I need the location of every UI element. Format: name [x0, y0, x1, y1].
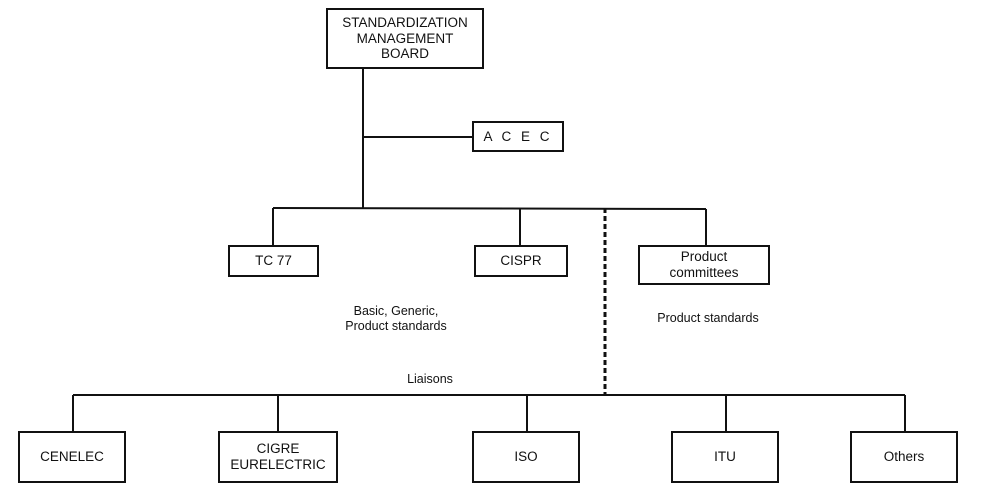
product-committees-box: Product committees — [638, 245, 770, 285]
standardization-management-board-box: STANDARDIZATION MANAGEMENT BOARD — [326, 8, 484, 69]
cispr-box: CISPR — [474, 245, 568, 277]
cenelec-box: CENELEC — [18, 431, 126, 483]
cigre-eurelectric-box: CIGRE EURELECTRIC — [218, 431, 338, 483]
liaisons-label: Liaisons — [407, 372, 453, 386]
acec-box: A C E C — [472, 121, 564, 152]
committees-bus — [272, 207, 707, 210]
iso-box: ISO — [472, 431, 580, 483]
product-standards-label: Product standards — [657, 311, 759, 325]
basic-generic-product-standards-label: Basic, Generic, Product standards — [345, 304, 447, 333]
others-box: Others — [850, 431, 958, 483]
tc77-box: TC 77 — [228, 245, 319, 277]
itu-box: ITU — [671, 431, 779, 483]
